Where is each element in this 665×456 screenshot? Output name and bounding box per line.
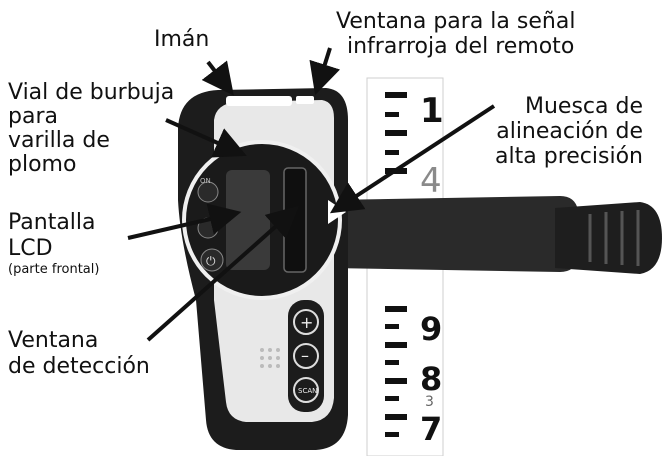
rod-number-8: 8 (420, 360, 442, 398)
rod-number-3: 3 (425, 394, 434, 410)
label-pantalla-line2: LCD (8, 236, 53, 261)
label-ventana-senal-line1: Ventana para la señal (336, 9, 576, 34)
label-vial-line1: Vial de burbuja (8, 80, 175, 105)
on-button-label: ON (200, 177, 211, 185)
rod-clamp (330, 196, 662, 274)
callout-arrows (127, 47, 496, 342)
ir-window (296, 96, 314, 104)
arrow-iman (201, 60, 234, 96)
label-muesca-line3: alta precisión (495, 144, 643, 169)
rod-number-7: 7 (420, 410, 442, 448)
arrow-ventana-senal (309, 47, 341, 96)
rod-number-4: 4 (420, 161, 442, 201)
arrow-muesca (329, 104, 496, 214)
power-icon: ⏻ (206, 254, 216, 268)
minus-button[interactable] (293, 343, 319, 369)
detection-window (283, 167, 307, 273)
label-vial-line3: varilla de (8, 128, 110, 153)
rod-number-1: 1 (420, 91, 444, 131)
magnet-strip (226, 96, 292, 106)
plus-icon: + (300, 313, 313, 332)
label-iman: Imán (154, 27, 210, 52)
arrow-vial (165, 118, 247, 158)
minus-icon: – (301, 346, 309, 365)
label-pantalla-line1: Pantalla (8, 210, 96, 235)
label-muesca-line1: Muesca de (525, 94, 643, 119)
label-muesca-line2: alineación de (496, 119, 643, 144)
clamp-knob (555, 202, 662, 274)
label-ventana-deteccion-line2: de detección (8, 354, 150, 379)
label-vial-line2: para (8, 104, 58, 129)
clamp-arm (330, 196, 578, 272)
rod-number-9: 9 (420, 310, 442, 348)
label-ventana-senal-line2: infrarroja del remoto (347, 34, 575, 59)
plus-button[interactable] (293, 309, 319, 335)
power-button[interactable] (200, 248, 224, 272)
scan-button[interactable] (293, 377, 319, 403)
label-vial-line4: plomo (8, 152, 77, 177)
arrow-pantalla (127, 203, 242, 240)
scan-label: SCAN (298, 387, 317, 395)
speaker-grille (260, 348, 280, 368)
label-ventana-deteccion-line1: Ventana (8, 328, 99, 353)
lcd-screen (226, 170, 270, 270)
knob-grip-lines (588, 210, 640, 266)
label-pantalla-note: (parte frontal) (8, 262, 100, 277)
laser-detector: ON ⏻ + – SCAN (178, 88, 348, 450)
on-button[interactable] (197, 181, 219, 203)
arrow-ventana-deteccion (146, 205, 300, 342)
